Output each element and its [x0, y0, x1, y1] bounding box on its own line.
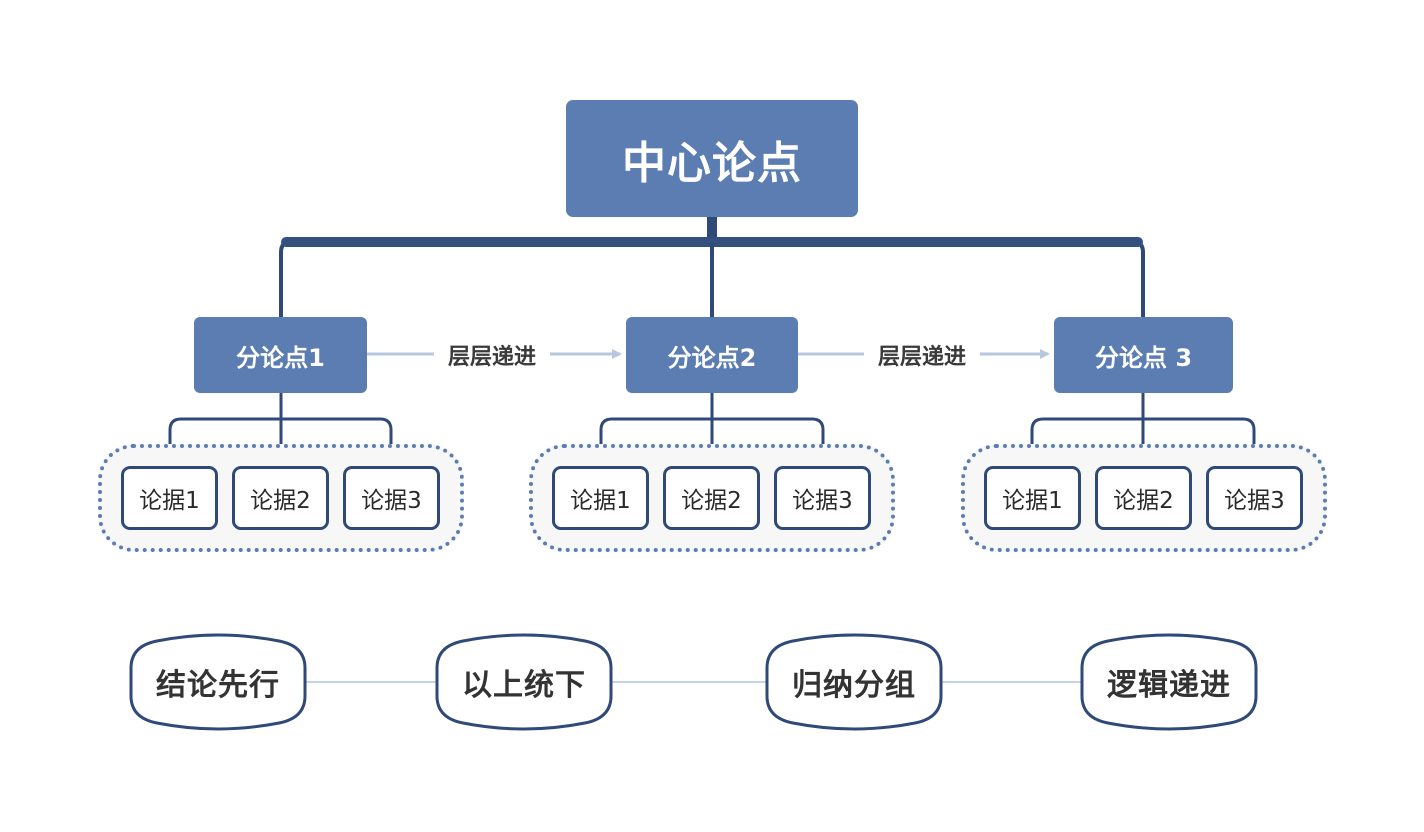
- sub-point-3: 分论点 3: [1054, 317, 1233, 393]
- principle-1-shape: [129, 633, 307, 731]
- principle-4-shape: [1080, 633, 1258, 731]
- sub1-bracket: [168, 417, 393, 466]
- evidence-2-2: 论据2: [663, 466, 760, 530]
- principle-4: 逻辑递进: [1080, 632, 1258, 732]
- evidence-2-1: 论据1: [552, 466, 649, 530]
- sub-point-1: 分论点1: [194, 317, 367, 393]
- principle-1: 结论先行: [129, 632, 307, 732]
- sub2-bracket: [599, 417, 825, 466]
- arrow-label-1: 层层递进: [434, 337, 550, 373]
- sub-point-1-label: 分论点1: [236, 343, 325, 372]
- evidence-3-2: 论据2: [1095, 466, 1192, 530]
- principle-1-label: 结论先行: [156, 668, 280, 703]
- principle-3: 归纳分组: [765, 632, 943, 732]
- sub-point-2-label: 分论点2: [667, 343, 757, 372]
- principle-2: 以上统下: [435, 632, 613, 732]
- evidence-3-1: 论据1: [984, 466, 1081, 530]
- principle-3-label: 归纳分组: [792, 668, 916, 703]
- evidence-3-3: 论据3: [1206, 466, 1303, 530]
- evidence-1-3: 论据3: [343, 466, 440, 530]
- central-point-box: 中心论点: [566, 100, 858, 217]
- evidence-1-2: 论据2: [232, 466, 329, 530]
- central-point-label: 中心论点: [622, 137, 802, 189]
- principle-4-label: 逻辑递进: [1107, 668, 1231, 703]
- principle-2-shape: [435, 633, 613, 731]
- sub-point-3-label: 分论点 3: [1094, 343, 1193, 372]
- arrow-label-2: 层层递进: [864, 337, 980, 373]
- principle-3-shape: [765, 633, 943, 731]
- sub3-bracket: [1030, 417, 1256, 466]
- sub-point-2: 分论点2: [626, 317, 798, 393]
- principle-2-label: 以上统下: [462, 668, 586, 703]
- evidence-1-1: 论据1: [121, 466, 218, 530]
- evidence-2-3: 论据3: [774, 466, 871, 530]
